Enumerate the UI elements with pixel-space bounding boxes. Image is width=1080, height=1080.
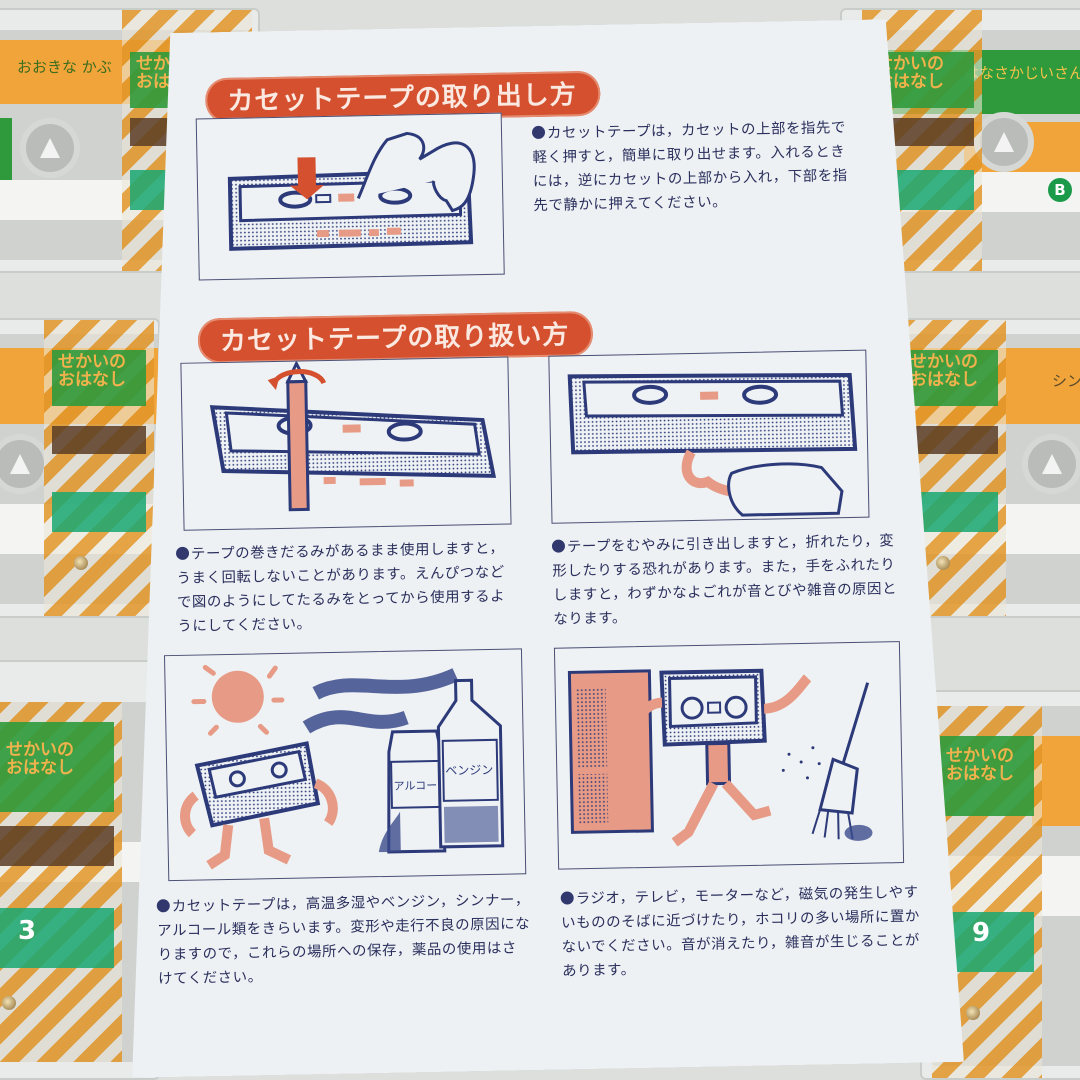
bullet-icon bbox=[561, 891, 574, 904]
screw-icon bbox=[936, 556, 950, 570]
illustration-pencil-rewind bbox=[180, 357, 511, 531]
illustration-magnetism-dust bbox=[554, 641, 904, 870]
pencil-rewind-illustration bbox=[181, 358, 511, 531]
tape-hub-icon bbox=[0, 434, 50, 494]
cassette-title: はなさかじいさん bbox=[964, 64, 1080, 82]
tape-hub-icon bbox=[20, 118, 80, 178]
handling-text-rewind: テープの巻きだるみがあるまま使用しますと，うまく回転しないことがあります。えんぴ… bbox=[176, 540, 506, 635]
illustration-heat-chemicals: アルコール ベンジン bbox=[164, 648, 526, 881]
cassette-removal-illustration bbox=[197, 114, 505, 281]
handling-text-magnetism-dust: ラジオ，テレビ，モーターなど，磁気の発生しやすいもののそばに近づけたり，ホコリの… bbox=[561, 884, 921, 980]
seal-text: せかいの おはなし bbox=[910, 352, 978, 390]
bottle-label-alcohol: アルコール bbox=[393, 779, 448, 793]
illustration-pulling-tape bbox=[548, 350, 869, 524]
screw-icon bbox=[74, 556, 88, 570]
seal-text: せかいの おはなし bbox=[58, 352, 126, 390]
heat-chemicals-illustration: アルコール ベンジン bbox=[165, 649, 526, 881]
screw-icon bbox=[966, 1006, 980, 1020]
section-title-handling: カセットテープの取り扱い方 bbox=[198, 311, 594, 364]
bottle-label-benzine: ベンジン bbox=[445, 763, 493, 778]
tape-hub-icon bbox=[974, 112, 1034, 172]
cassette-title: おおきな かぶ bbox=[17, 58, 112, 76]
seal-text: せかいの おはなし bbox=[6, 740, 74, 778]
handling-text-heat-chemicals: カセットテープは，高温多湿やベンジン，シンナー，アルコール類をきらいます。変形や… bbox=[157, 892, 531, 988]
handling-text-pulling: テープをむやみに引き出しますと，折れたり，変形したりする恐れがあります。また，手… bbox=[552, 533, 898, 628]
removal-instruction-text: カセットテープは，カセットの上部を指先で軽く押すと，簡単に取り出せます。入れると… bbox=[532, 120, 848, 215]
tape-hub-icon bbox=[1022, 434, 1080, 494]
seal-tape: せかいの おはなし bbox=[896, 320, 1006, 616]
illustration-removal bbox=[196, 113, 505, 281]
seal-tape: せかいの おはなし 3 bbox=[0, 702, 122, 1062]
cassette-number: 9 bbox=[972, 918, 991, 948]
bullet-icon bbox=[157, 899, 170, 912]
seal-text: せかいの おはなし bbox=[876, 54, 944, 92]
bullet-icon bbox=[532, 126, 545, 139]
seal-tape: せかいの おはなし bbox=[44, 320, 154, 616]
cassette-case-middle-right: シン せかいの おはなし bbox=[880, 318, 1080, 618]
cassette-case-middle-left: せかいの おはなし bbox=[0, 318, 160, 618]
bullet-icon bbox=[552, 539, 565, 552]
magnetism-dust-illustration bbox=[555, 642, 904, 870]
side-b-badge: B bbox=[1048, 178, 1072, 202]
bullet-icon bbox=[176, 547, 189, 560]
cassette-number: 3 bbox=[18, 916, 37, 946]
seal-text: せかいの おはなし bbox=[946, 746, 1014, 784]
cassette-title: シン bbox=[1052, 372, 1080, 390]
cassette-case-bottom-left: せかいの おはなし 3 bbox=[0, 660, 160, 1080]
screw-icon bbox=[2, 996, 16, 1010]
pulling-tape-illustration bbox=[549, 351, 869, 524]
instruction-sheet: カセットテープの取り出し方 bbox=[112, 18, 964, 1078]
